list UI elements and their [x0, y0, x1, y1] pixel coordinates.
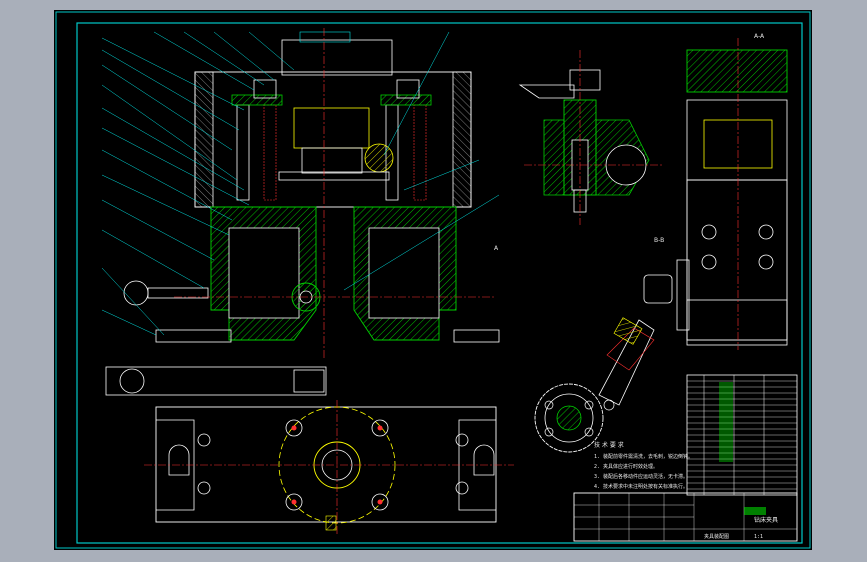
sheet-border: [55, 11, 811, 549]
front-section-view: A: [101, 28, 500, 360]
title-block: 钻床夹具 夹具装配图 1:1: [573, 492, 798, 542]
section-aa-label: A-A: [754, 33, 765, 40]
parts-list-table: [686, 374, 798, 496]
title-block-drawing-no: 夹具装配图: [704, 533, 729, 540]
section-bb-label: B-B: [654, 237, 664, 244]
section-a-label: A: [494, 245, 499, 252]
technical-requirements: 技 术 要 求 1. 装配前零件需清洗，去毛刺，锐边倒钝。 2. 夹具体应进行时…: [594, 441, 693, 490]
side-section-view: [518, 50, 664, 225]
drawing-canvas[interactable]: A: [54, 10, 812, 550]
title-block-title: 钻床夹具: [754, 516, 778, 524]
tech-notes-title: 技 术 要 求: [594, 441, 624, 449]
tech-note-2: 2. 夹具体应进行时效处理。: [594, 463, 658, 470]
top-plan-view: [105, 366, 514, 535]
ratchet-detail-view: [534, 317, 655, 453]
title-block-scale: 1:1: [754, 534, 763, 540]
tech-note-4: 4. 技术要求中未注明处按有关标准执行。: [594, 483, 688, 490]
tech-note-3: 3. 装配后各移动件应运动灵活，无卡滞。: [594, 473, 688, 480]
drawing-frame: [76, 22, 803, 544]
tech-note-1: 1. 装配前零件需清洗，去毛刺，锐边倒钝。: [594, 453, 693, 460]
right-side-view: B-B A-A: [643, 33, 788, 350]
cad-viewport[interactable]: A: [54, 10, 812, 550]
